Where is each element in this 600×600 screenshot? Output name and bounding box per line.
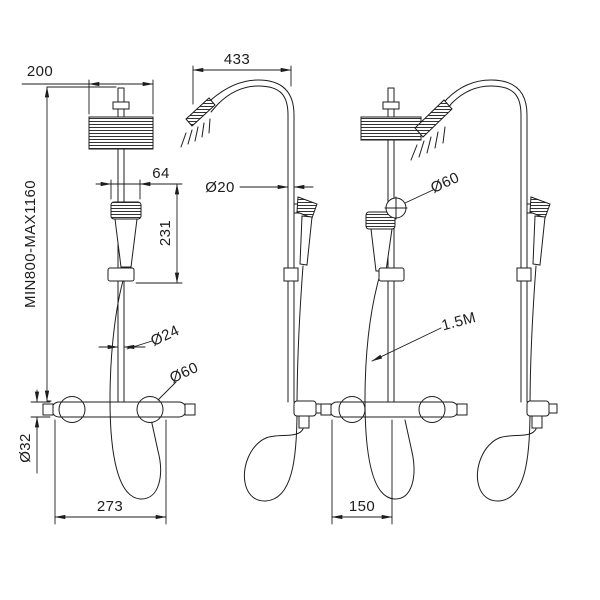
hand-shower-handle-side — [532, 215, 546, 266]
extension-lines — [54, 419, 167, 525]
front-view-right — [320, 87, 468, 500]
rail-slider-side — [283, 267, 299, 282]
leader-line — [157, 381, 177, 401]
mixer-outlet-side — [531, 415, 543, 429]
pipe-collar — [112, 101, 130, 110]
dim-handset-width-64: 64 — [95, 165, 183, 200]
leader-line — [126, 340, 153, 350]
hand-shower-head — [110, 201, 142, 220]
dim-label-dia32: Ø32 — [17, 433, 34, 463]
front-view-left — [42, 87, 196, 500]
overhead-shower-side — [185, 97, 216, 127]
mixer-knob-right — [184, 403, 196, 416]
dim-label-231: 231 — [157, 220, 174, 246]
pipe-collar — [382, 101, 400, 110]
wall-escutcheon-right — [418, 396, 446, 423]
mixer-body-side — [526, 400, 550, 417]
rail-slider-side — [516, 267, 532, 282]
overhead-shower-front — [360, 116, 422, 141]
spray-lines — [410, 126, 446, 161]
rail-slider — [378, 267, 405, 282]
side-view-right — [410, 79, 558, 502]
dim-label-64: 64 — [152, 165, 170, 182]
mixer-knob-left — [320, 403, 332, 416]
hand-shower-handle-side — [299, 215, 313, 266]
dim-label-273: 273 — [97, 498, 123, 515]
extension-lines — [30, 401, 51, 418]
mixer-body-side — [293, 400, 317, 417]
dim-head-width-200: 200 — [21, 63, 154, 115]
dim-label-150: 150 — [349, 498, 375, 515]
spray-lines — [180, 118, 211, 148]
dim-outlet-offset-150: 150 — [331, 419, 393, 525]
mixer-knob-left — [42, 403, 54, 416]
mixer-knob-right — [456, 403, 468, 416]
dim-label-433: 433 — [224, 51, 250, 68]
swivel-joint-cross — [384, 196, 408, 220]
shower-arm — [204, 79, 295, 116]
overhead-shower-front — [88, 116, 154, 150]
leader-line — [371, 327, 442, 362]
dim-label-dia20: Ø20 — [205, 179, 235, 196]
wall-escutcheon-left — [338, 396, 366, 423]
dim-arm-reach-433: 433 — [192, 51, 292, 105]
side-view-left — [180, 79, 325, 502]
dim-label-200: 200 — [27, 63, 53, 80]
rail-slider — [107, 267, 135, 282]
mixer-knob-side — [548, 403, 558, 414]
shower-arm — [439, 79, 528, 116]
dim-outlet-diameter-32: Ø32 — [17, 389, 51, 474]
dim-mixer-span-273: 273 — [54, 419, 167, 525]
wall-escutcheon-left — [58, 396, 86, 423]
overhead-shower-side — [414, 99, 453, 138]
riser-column — [287, 114, 295, 403]
leader-line — [404, 189, 434, 204]
shower-hose-side — [476, 265, 537, 502]
extension-lines — [331, 419, 393, 525]
shower-hose — [109, 266, 161, 500]
shower-hose — [364, 270, 415, 500]
shower-hose-side — [243, 265, 304, 502]
dim-pipe-diameter-20: Ø20 — [205, 179, 314, 196]
mixer-outlet-side — [298, 415, 310, 429]
dim-height-range: MIN800-MAX1160 — [22, 86, 117, 402]
dim-handset-length-231: 231 — [135, 183, 183, 284]
riser-column — [520, 114, 528, 403]
wall-escutcheon-right — [136, 396, 164, 423]
hand-shower-handle — [114, 218, 138, 268]
dim-label-height-range: MIN800-MAX1160 — [22, 180, 39, 308]
